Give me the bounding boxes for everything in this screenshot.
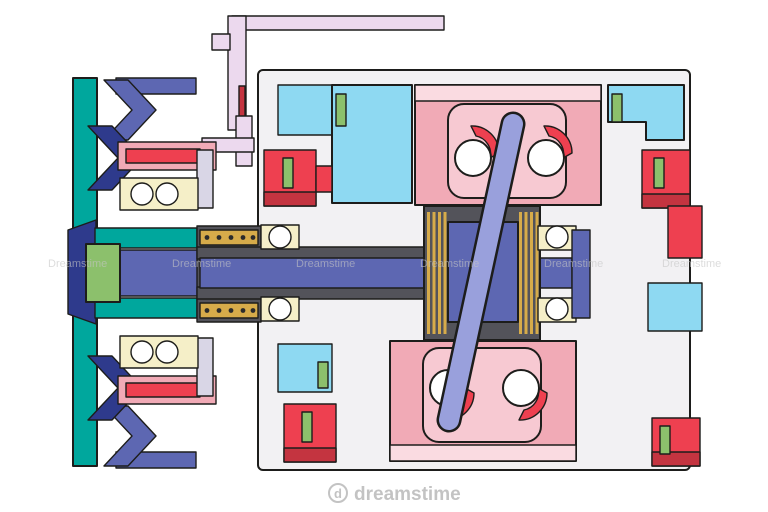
bearing-ball (545, 225, 569, 249)
bearing-ball (130, 340, 154, 364)
bracket-chevron-bottom (103, 405, 157, 467)
spline-dot (204, 235, 210, 240)
shaft-end-flange (571, 229, 591, 319)
seal-insert-top (125, 148, 201, 164)
valve-extension-right (667, 205, 703, 259)
valve-strip-dark (283, 447, 337, 463)
watermark-text: Dreamstime (544, 258, 603, 270)
swashplate-bar (439, 114, 523, 430)
inlet-pipework (201, 15, 445, 167)
port-insert-green (335, 93, 347, 127)
bearing-ball (545, 297, 569, 321)
spline-dot (240, 308, 246, 313)
spline-dot (204, 308, 210, 313)
seal-insert-bottom (125, 382, 201, 398)
port-insert-green (301, 411, 313, 443)
spline-dot (216, 235, 222, 240)
bracket-chevron-top (103, 79, 157, 141)
port-block-cyan-top-right (607, 84, 685, 141)
port-insert-green (611, 93, 623, 123)
port-block-cyan-top-left-small (277, 84, 333, 136)
brand-logo-circle (328, 483, 348, 503)
spacer-top (196, 149, 214, 209)
coupling-block (85, 243, 121, 303)
shaft-sleeve-bottom (196, 286, 430, 300)
valve-strip-dark (641, 193, 691, 209)
watermark-text: Dreamstime (172, 258, 231, 270)
pipe-horizontal (231, 15, 445, 31)
valve-step (315, 165, 333, 193)
spline-dot (228, 308, 234, 313)
pipe-tab (211, 33, 231, 51)
watermark-text: Dreamstime (420, 258, 479, 270)
bearing-ball (155, 340, 179, 364)
bearing-ball (268, 225, 292, 249)
port-block-cyan-right-middle (647, 282, 703, 332)
spacer-bottom (196, 337, 214, 397)
spline-dot (250, 235, 256, 240)
watermark-text: Dreamstime (662, 258, 721, 270)
valve-strip-dark (263, 191, 317, 207)
port-insert-green (653, 157, 665, 189)
watermark-text: Dreamstime (48, 258, 107, 270)
valve-strip-dark (651, 451, 701, 467)
left-mounting-assembly (67, 77, 217, 469)
spline-dot (240, 235, 246, 240)
brand-logo-text: dreamstime (354, 484, 461, 505)
spline-dot (250, 308, 256, 313)
bottom-piston-assembly (389, 340, 577, 462)
barrel-spline-right (519, 212, 539, 334)
spline-dot (228, 235, 234, 240)
bearing-ball (130, 182, 154, 206)
brand-logo-initial: d (334, 486, 342, 501)
port-blocks (263, 84, 703, 467)
watermark-text: Dreamstime (296, 258, 355, 270)
port-insert-green (282, 157, 294, 189)
swashplate (436, 111, 526, 433)
watermark-layer: Dreamstime Dreamstime Dreamstime Dreamst… (48, 258, 721, 505)
bearing-ball (155, 182, 179, 206)
barrel-spline-left (427, 212, 447, 334)
bearing-ball (268, 297, 292, 321)
spline-dot (216, 308, 222, 313)
port-insert-green (317, 361, 329, 389)
port-insert-green (659, 425, 671, 455)
